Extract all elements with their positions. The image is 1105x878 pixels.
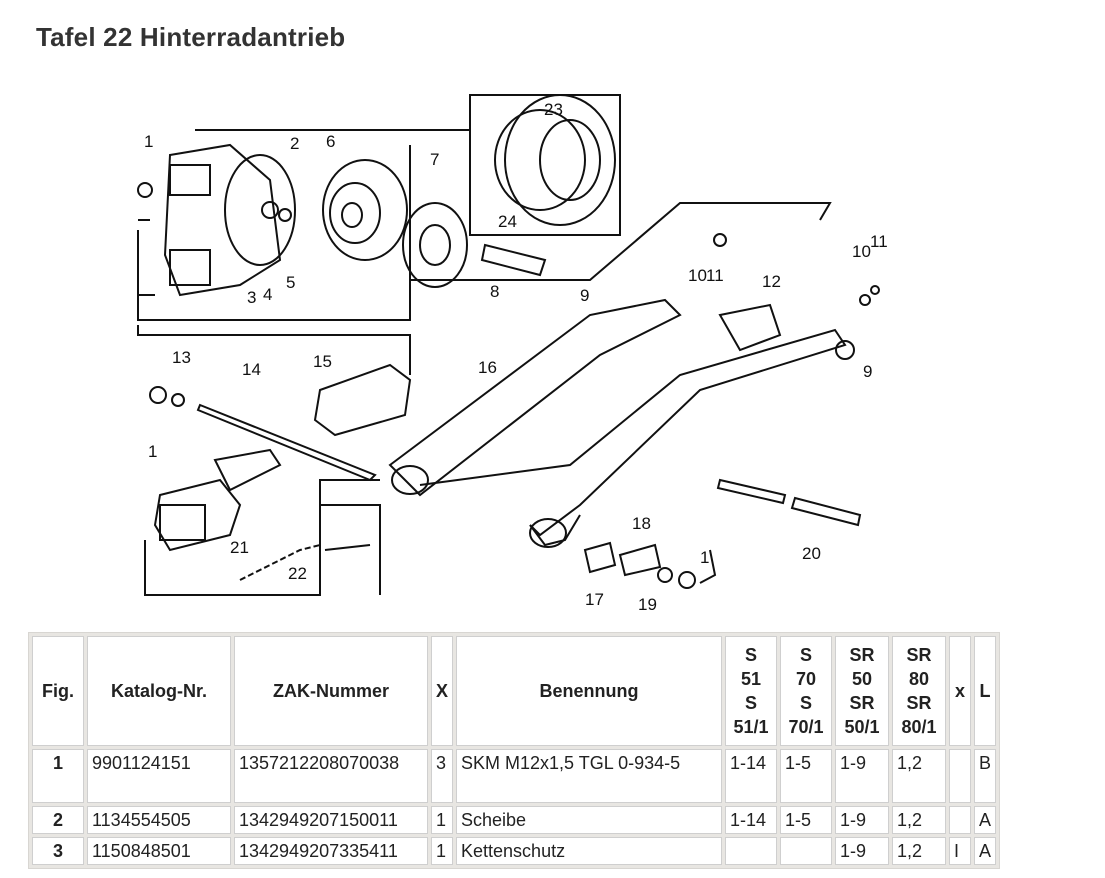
callout-6: 6 [326, 132, 335, 151]
row-katalog-nr: 9901124151 [87, 749, 231, 803]
row-x-lower: I [949, 837, 972, 865]
table-row: 3 1150848501 1342949207335411 1 Kettensc… [32, 837, 997, 865]
row-sr80: 1,2 [892, 837, 947, 865]
row-fig: 3 [32, 837, 84, 865]
callout-17: 17 [585, 590, 604, 609]
header-s70-line2: 70 [796, 669, 817, 689]
row-fig: 2 [32, 806, 84, 834]
header-sr50: SR 50 SR 50/1 [835, 636, 890, 746]
exploded-parts-drawing: 1 2 6 7 23 24 4 5 3 8 9 10 11 12 10 11 9… [137, 94, 888, 614]
row-x-lower [949, 749, 972, 803]
header-sr80-line3: SR [906, 693, 932, 713]
callout-11-right: 11 [870, 232, 888, 251]
header-sr50-line2: 50 [852, 669, 873, 689]
header-s70-line3: S [800, 693, 813, 713]
callout-13: 13 [172, 348, 191, 367]
callout-1: 1 [144, 132, 153, 151]
row-zak-nummer: 1342949207150011 [234, 806, 428, 834]
row-x: 3 [431, 749, 454, 803]
header-s51-line3: S [745, 693, 758, 713]
header-sr80-line4: 80/1 [901, 717, 937, 737]
row-sr80: 1,2 [892, 806, 947, 834]
row-zak-nummer: 1342949207335411 [234, 837, 428, 865]
header-sr80: SR 80 SR 80/1 [892, 636, 947, 746]
callout-24: 24 [498, 212, 517, 231]
header-s70-line1: S [800, 645, 813, 665]
row-katalog-nr: 1134554505 [87, 806, 231, 834]
header-x-lower: x [949, 636, 972, 746]
header-l: L [974, 636, 997, 746]
row-zak-nummer: 1357212208070038 [234, 749, 428, 803]
callout-1-lower: 1 [148, 442, 157, 461]
row-l: A [974, 806, 997, 834]
callout-15: 15 [313, 352, 332, 371]
callout-7: 7 [430, 150, 439, 169]
page-title: Tafel 22 Hinterradantrieb [36, 22, 346, 52]
callout-9-right: 9 [863, 362, 872, 381]
callout-10-left: 10 [688, 266, 707, 285]
header-sr80-line1: SR [906, 645, 932, 665]
callout-11-left: 11 [706, 266, 724, 285]
callout-9-left: 9 [580, 286, 589, 305]
header-s51-line4: 51/1 [733, 717, 769, 737]
header-zak-nummer: ZAK-Nummer [234, 636, 428, 746]
callout-3: 3 [247, 288, 256, 307]
row-benennung: Scheibe [456, 806, 723, 834]
row-x: 1 [431, 806, 454, 834]
header-benennung: Benennung [456, 636, 723, 746]
callout-5: 5 [286, 273, 295, 292]
header-x: X [431, 636, 454, 746]
row-benennung: Kettenschutz [456, 837, 723, 865]
callout-16: 16 [478, 358, 497, 377]
row-sr50: 1-9 [835, 749, 890, 803]
callout-20: 20 [802, 544, 821, 563]
header-s51-line2: 51 [741, 669, 762, 689]
callout-10-right: 10 [852, 242, 871, 261]
row-x-lower [949, 806, 972, 834]
callout-23: 23 [544, 100, 563, 119]
callout-8: 8 [490, 282, 499, 301]
header-fig: Fig. [32, 636, 84, 746]
header-sr50-line3: SR [849, 693, 875, 713]
row-s51: 1-14 [725, 806, 778, 834]
header-s51-line1: S [745, 645, 758, 665]
callout-12: 12 [762, 272, 781, 291]
parts-table: Fig. Katalog-Nr. ZAK-Nummer X Benennung … [28, 632, 1001, 869]
table-row: 2 1134554505 1342949207150011 1 Scheibe … [32, 806, 997, 834]
row-l: A [974, 837, 997, 865]
header-s51: S 51 S 51/1 [725, 636, 778, 746]
header-katalog-nr: Katalog-Nr. [87, 636, 231, 746]
row-benennung: SKM M12x1,5 TGL 0-934-5 [456, 749, 723, 803]
callout-1-right: 1 [700, 548, 709, 567]
row-s70: 1-5 [780, 806, 833, 834]
table-row: 1 9901124151 1357212208070038 3 SKM M12x… [32, 749, 997, 803]
header-sr50-line4: 50/1 [844, 717, 880, 737]
header-sr50-line1: SR [849, 645, 875, 665]
callout-2: 2 [290, 134, 299, 153]
row-sr50: 1-9 [835, 806, 890, 834]
callout-4: 4 [263, 285, 272, 304]
callout-22: 22 [288, 564, 307, 583]
table-header-row: Fig. Katalog-Nr. ZAK-Nummer X Benennung … [32, 636, 997, 746]
callout-19: 19 [638, 595, 657, 614]
callout-21: 21 [230, 538, 249, 557]
callout-18: 18 [632, 514, 651, 533]
row-s70 [780, 837, 833, 865]
row-katalog-nr: 1150848501 [87, 837, 231, 865]
row-s51 [725, 837, 778, 865]
row-s70: 1-5 [780, 749, 833, 803]
header-s70: S 70 S 70/1 [780, 636, 833, 746]
row-sr80: 1,2 [892, 749, 947, 803]
header-sr80-line2: 80 [909, 669, 930, 689]
row-x: 1 [431, 837, 454, 865]
row-fig: 1 [32, 749, 84, 803]
row-l: B [974, 749, 997, 803]
header-s70-line4: 70/1 [788, 717, 824, 737]
row-s51: 1-14 [725, 749, 778, 803]
callout-14: 14 [242, 360, 261, 379]
row-sr50: 1-9 [835, 837, 890, 865]
